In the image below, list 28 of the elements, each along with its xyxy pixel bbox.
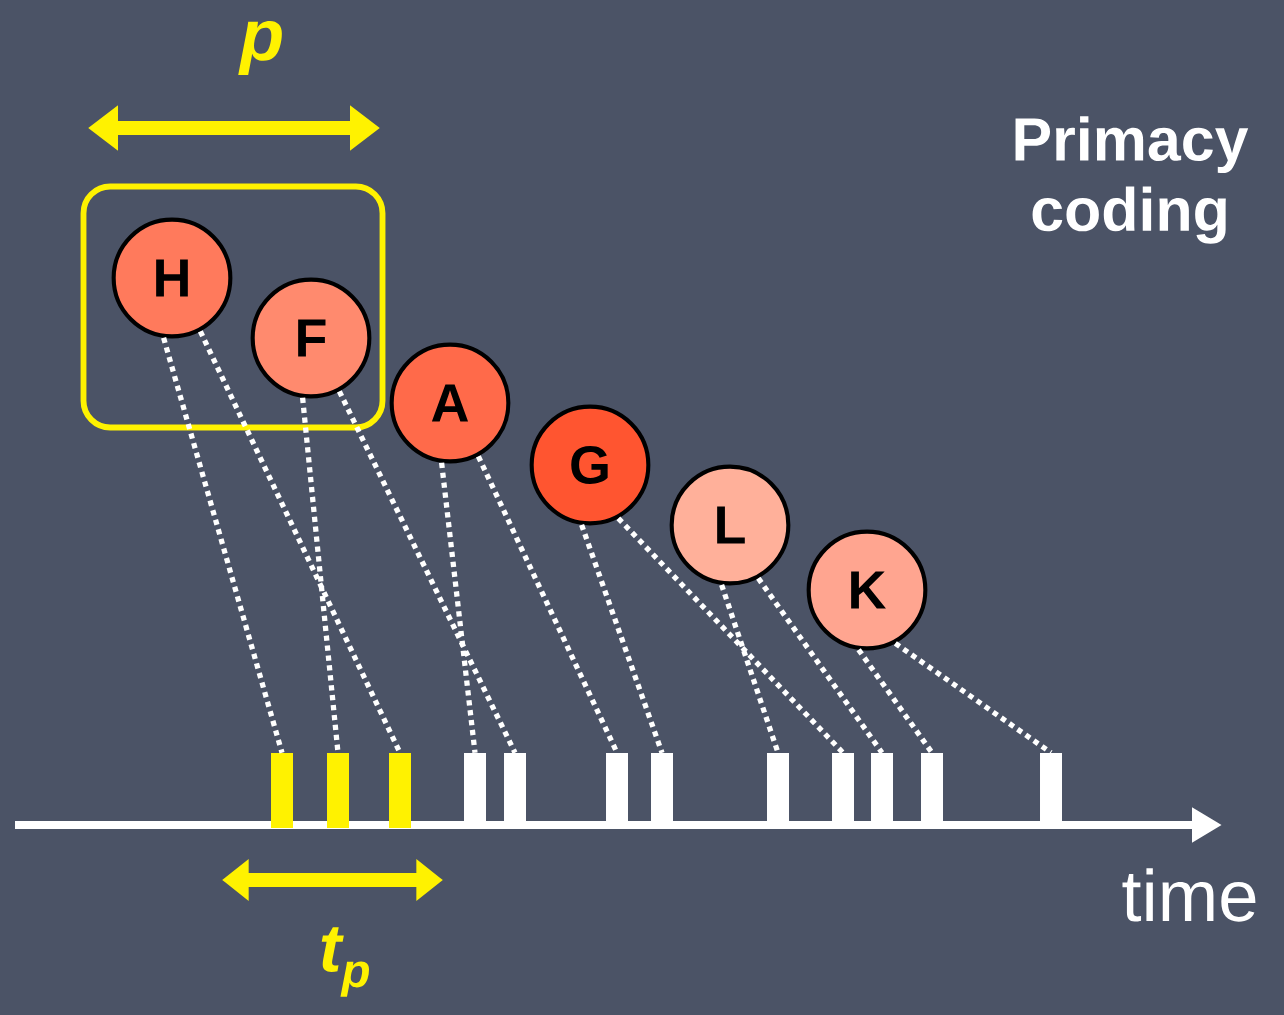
dotted-line (719, 583, 781, 754)
group-box (80, 183, 386, 431)
title: Primacy coding (1015, 116, 1249, 244)
dotted-line (616, 516, 845, 755)
dimension-label: t$_{p}$ (321, 927, 370, 997)
dimension-label: p (238, 20, 282, 76)
spike-bar (389, 753, 411, 828)
dotted-line (197, 330, 403, 754)
spike-bar (271, 753, 293, 828)
spike-bar (464, 753, 486, 821)
time-label: time (1122, 868, 1256, 922)
spike-bar (832, 753, 854, 821)
spike-bar (1040, 753, 1062, 821)
spike-bar (504, 753, 526, 821)
dotted-line (756, 576, 885, 755)
spike-bar (606, 753, 628, 821)
spike-bar (327, 753, 349, 828)
spike-bar (871, 753, 893, 821)
dotted-line (893, 641, 1053, 755)
dotted-line (439, 462, 478, 754)
dotted-line (856, 648, 935, 755)
spike-bar (651, 753, 673, 821)
dotted-line (579, 523, 665, 754)
spike-bar (767, 753, 789, 821)
spike-bar (921, 753, 943, 821)
dotted-line (161, 337, 285, 754)
dotted-line (337, 390, 518, 754)
dotted-line (475, 455, 620, 754)
